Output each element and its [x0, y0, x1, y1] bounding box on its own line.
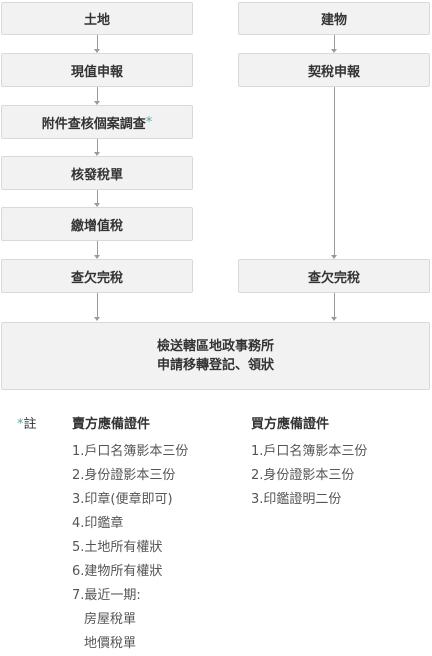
buyer-documents: 買方應備證件 1.戶口名簿影本三份 2.身份證影本三份 3.印鑑證明二份 [251, 413, 367, 512]
list-item: 1.戶口名簿影本三份 [251, 444, 368, 459]
arrow-head [331, 317, 337, 321]
list-item: 1.戶口名簿影本三份 [72, 444, 189, 459]
connector [97, 241, 98, 255]
arrow-head [94, 49, 100, 53]
list-sub-item: 地價稅單 [84, 636, 137, 651]
step-arrears-check-left-label: 查欠完稅 [70, 270, 123, 286]
step-deed-tax-declaration: 契稅申報 [238, 53, 430, 87]
merge-line-1: 檢送轄區地政事務所 [156, 339, 274, 354]
step-attachment-check-label: 附件查核個案調查 [41, 116, 146, 132]
step-issue-tax-bill-label: 核發稅單 [70, 167, 123, 183]
connector [334, 35, 335, 49]
step-pay-value-tax-label: 繳增值稅 [70, 218, 123, 234]
list-sub-item: 房屋稅單 [84, 612, 137, 627]
step-issue-tax-bill: 核發稅單 [1, 156, 193, 190]
note-star-marker: * [145, 114, 153, 130]
arrow-head [331, 49, 337, 53]
list-item: 5.土地所有權狀 [72, 540, 163, 555]
list-item: 4.印鑑章 [72, 516, 124, 531]
note-star: * [17, 417, 24, 432]
step-land: 土地 [1, 2, 193, 35]
seller-documents-title: 賣方應備證件 [72, 417, 151, 432]
connector [334, 87, 335, 255]
list-item: 7.最近一期: [72, 588, 141, 603]
list-item: 6.建物所有權狀 [72, 564, 163, 579]
connector [97, 293, 98, 317]
merge-line-2: 申請移轉登記、領狀 [156, 358, 274, 373]
connector [97, 35, 98, 49]
step-arrears-check-right-label: 查欠完稅 [307, 270, 360, 286]
step-transfer-registration: 檢送轄區地政事務所 申請移轉登記、領狀 [1, 322, 430, 390]
step-value-declaration: 現值申報 [1, 53, 193, 87]
connector [97, 139, 98, 152]
arrow-head [331, 255, 337, 259]
list-item: 2.身份證影本三份 [72, 468, 176, 483]
step-value-declaration-label: 現值申報 [70, 64, 123, 80]
list-item: 2.身份證影本三份 [251, 468, 355, 483]
list-item: 3.印鑑證明二份 [251, 492, 342, 507]
step-pay-value-tax: 繳增值稅 [1, 207, 193, 241]
connector [97, 190, 98, 203]
arrow-head [94, 203, 100, 207]
step-building: 建物 [238, 2, 430, 35]
step-land-label: 土地 [83, 13, 110, 28]
step-arrears-check-left: 查欠完稅 [1, 259, 193, 293]
step-arrears-check-right: 查欠完稅 [238, 259, 430, 293]
note-label: *註 [17, 413, 37, 432]
arrow-head [94, 101, 100, 105]
step-deed-tax-declaration-label: 契稅申報 [307, 64, 360, 80]
arrow-head [94, 152, 100, 156]
list-item: 3.印章(便章即可) [72, 492, 173, 507]
buyer-documents-title: 買方應備證件 [251, 417, 330, 432]
arrow-head [94, 317, 100, 321]
step-building-label: 建物 [320, 13, 347, 28]
arrow-head [94, 255, 100, 259]
connector [334, 293, 335, 317]
note-label-text: 註 [23, 417, 37, 432]
step-attachment-check: 附件查核個案調查* [1, 105, 193, 139]
seller-documents: 賣方應備證件 1.戶口名簿影本三份 2.身份證影本三份 3.印章(便章即可) 4… [72, 413, 188, 656]
connector [97, 87, 98, 101]
